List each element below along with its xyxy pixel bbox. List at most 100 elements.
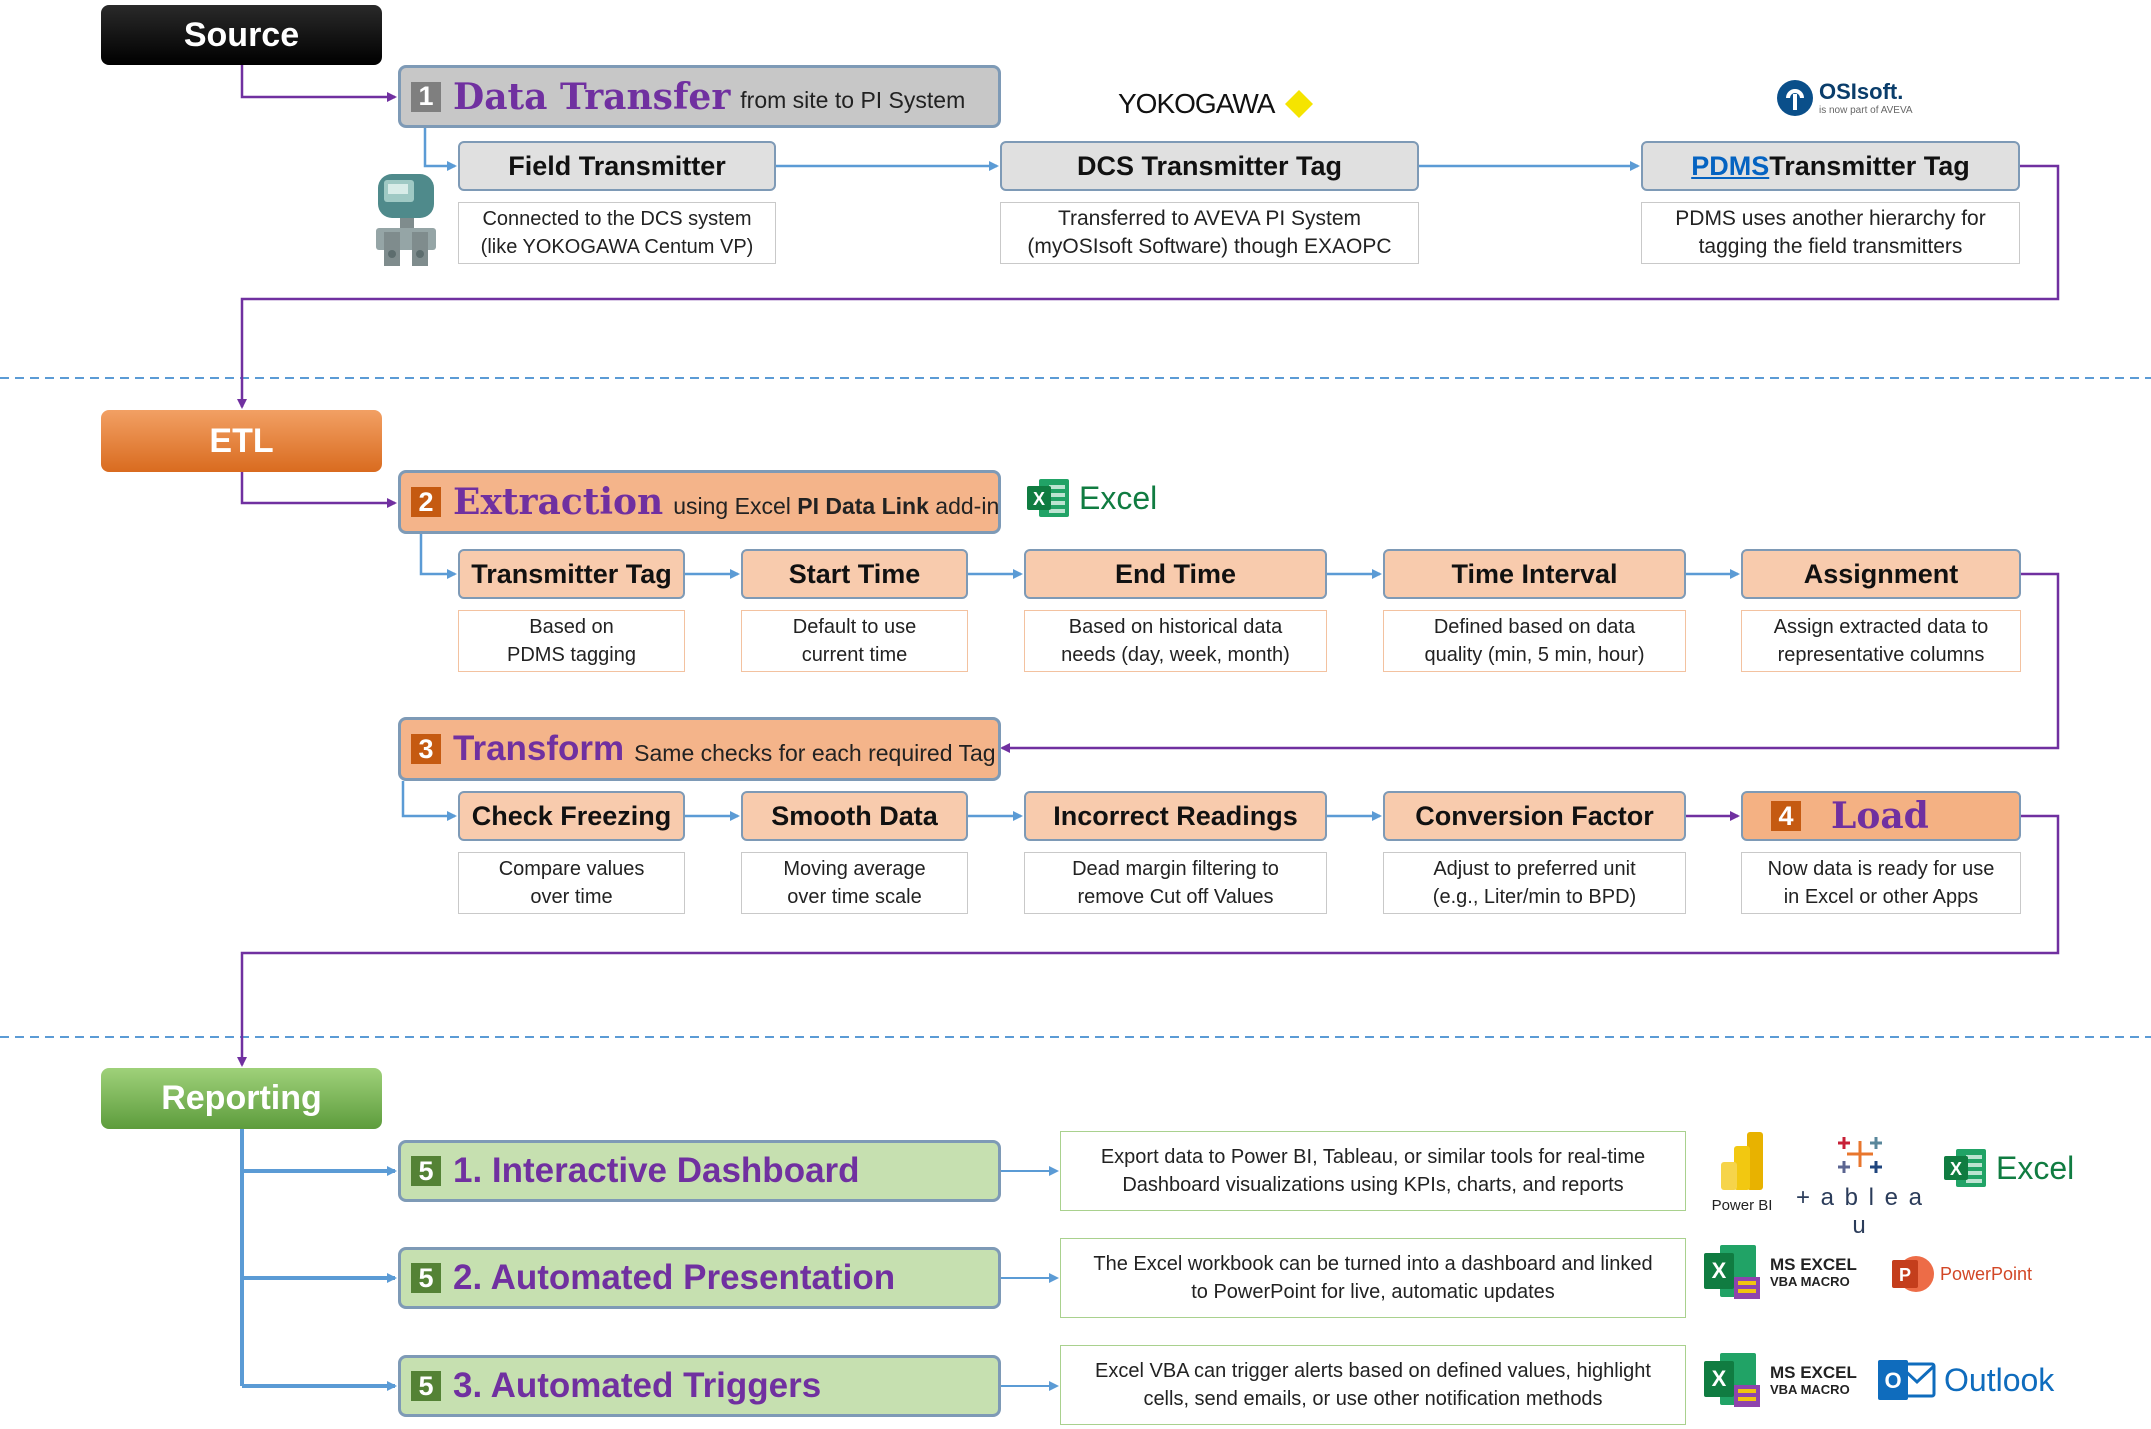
excel-vba-icon: X	[1704, 1353, 1760, 1407]
step-pdms-transmitter-tag: PDMS Transmitter Tag	[1641, 141, 2020, 191]
step-description: Dead margin filtering to remove Cut off …	[1024, 852, 1327, 914]
stage-title: 2. Automated Presentation	[453, 1258, 896, 1297]
step-conversion-factor: Conversion Factor	[1383, 791, 1686, 841]
excel-logo: X Excel	[1942, 1145, 2074, 1191]
step-end-time: End Time	[1024, 549, 1327, 599]
stage-extraction: 2 Extraction using Excel PI Data Link ad…	[398, 470, 1001, 534]
step-smooth-data: Smooth Data	[741, 791, 968, 841]
step-label: End Time	[1114, 558, 1237, 589]
stage-number: 1	[411, 81, 441, 112]
section-title: ETL	[209, 421, 274, 460]
stage-number: 3	[411, 734, 441, 764]
step-dcs-transmitter-tag: DCS Transmitter Tag	[1000, 141, 1419, 191]
tableau-wordmark: + a b l e a u	[1795, 1184, 1925, 1239]
osisoft-circle-icon	[1777, 80, 1813, 116]
tableau-logo: + a b l e a u	[1790, 1133, 1930, 1240]
outlook-logo: O Outlook	[1876, 1354, 2054, 1406]
step-field-transmitter: Field Transmitter	[458, 141, 776, 191]
powerpoint-icon: P	[1892, 1256, 1934, 1292]
step-description: Defined based on data quality (min, 5 mi…	[1383, 610, 1686, 672]
stage-title: Data Transfer	[453, 75, 731, 118]
connector	[240, 65, 397, 102]
section-reporting: Reporting	[101, 1068, 382, 1129]
powerbi-icon	[1721, 1132, 1763, 1190]
connector	[1000, 572, 2060, 753]
report-automated-presentation: 5 2. Automated Presentation	[398, 1247, 1001, 1309]
outlook-icon: O	[1878, 1360, 1936, 1400]
yokogawa-wordmark: YOKOGAWA	[1118, 88, 1275, 119]
stage-subtitle: Same checks for each required Tag	[634, 739, 996, 766]
stage-subtitle: using Excel PI Data Link add-in	[673, 493, 999, 520]
step-description: Adjust to preferred unit (e.g., Liter/mi…	[1383, 852, 1686, 914]
excel-wordmark: Excel	[1079, 479, 1158, 516]
report-description: Excel VBA can trigger alerts based on de…	[1060, 1345, 1686, 1425]
step-label: Conversion Factor	[1415, 800, 1654, 831]
step-label: Assignment	[1803, 558, 1959, 589]
stage-subtitle: from site to PI System	[740, 87, 966, 113]
step-label: Incorrect Readings	[1053, 800, 1298, 831]
stage-number: 5	[411, 1263, 441, 1293]
yokogawa-diamond-icon	[1285, 90, 1314, 118]
svg-text:P: P	[1899, 1265, 1911, 1285]
step-description: Compare values over time	[458, 852, 685, 914]
step-label: Transmitter Tag	[1769, 150, 1970, 181]
powerpoint-wordmark: PowerPoint	[1940, 1263, 2033, 1284]
pdms-link[interactable]: PDMS	[1691, 150, 1770, 181]
step-description: Based on PDMS tagging	[458, 610, 685, 672]
outlook-wordmark: Outlook	[1944, 1361, 2055, 1398]
step-description: Default to use current time	[741, 610, 968, 672]
section-title: Source	[183, 15, 300, 54]
step-description: Moving average over time scale	[741, 852, 968, 914]
stage-number: 2	[411, 487, 441, 517]
powerpoint-logo: P PowerPoint	[1890, 1252, 2032, 1296]
excel-icon: X	[1027, 479, 1069, 517]
report-description: Export data to Power BI, Tableau, or sim…	[1060, 1131, 1686, 1211]
yokogawa-logo: YOKOGAWA	[1118, 88, 1314, 120]
step-label: Field Transmitter	[508, 150, 726, 181]
connector	[240, 472, 397, 508]
step-label: Smooth Data	[771, 800, 938, 831]
powerbi-wordmark: Power BI	[1711, 1197, 1773, 1214]
stage-title: Transform	[453, 729, 625, 768]
connector	[401, 781, 457, 821]
svg-text:X: X	[1950, 1159, 1962, 1179]
stage-transform: 3 Transform Same checks for each require…	[398, 717, 1001, 781]
msexcel-label: MS EXCEL	[1770, 1255, 1857, 1274]
vba-macro-label: VBA MACRO	[1770, 1382, 1850, 1397]
connector	[237, 814, 2060, 1067]
step-label: Time Interval	[1451, 558, 1618, 589]
subtitle-bold-text: PI Data Link	[797, 492, 929, 519]
stage-title: 3. Automated Triggers	[453, 1366, 822, 1405]
step-description: Based on historical data needs (day, wee…	[1024, 610, 1327, 672]
stage-title: Extraction	[453, 481, 664, 523]
report-interactive-dashboard: 5 1. Interactive Dashboard	[398, 1140, 1001, 1202]
tableau-cross-icon	[1838, 1137, 1882, 1173]
msexcel-label: MS EXCEL	[1770, 1363, 1857, 1382]
svg-text:X: X	[1712, 1258, 1727, 1283]
excel-logo: X Excel	[1025, 475, 1157, 521]
excel-icon: X	[1944, 1149, 1986, 1187]
step-assignment: Assignment	[1741, 549, 2021, 599]
report-automated-triggers: 5 3. Automated Triggers	[398, 1355, 1001, 1417]
step-label: DCS Transmitter Tag	[1076, 150, 1343, 181]
section-title: Reporting	[161, 1079, 322, 1117]
field-transmitter-device-icon	[376, 174, 436, 266]
ms-excel-vba-logo: X MS EXCEL VBA MACRO	[1702, 1241, 1857, 1303]
step-description: Connected to the DCS system (like YOKOGA…	[458, 202, 776, 264]
step-description: Now data is ready for use in Excel or ot…	[1741, 852, 2021, 914]
stage-number: 5	[411, 1156, 441, 1186]
connector	[419, 534, 457, 579]
vba-macro-label: VBA MACRO	[1770, 1274, 1850, 1289]
osisoft-tagline: is now part of AVEVA	[1819, 104, 1913, 116]
powerbi-logo: Power BI	[1702, 1130, 1782, 1214]
step-start-time: Start Time	[741, 549, 968, 599]
stage-title: 1. Interactive Dashboard	[453, 1151, 860, 1190]
step-transmitter-tag: Transmitter Tag	[458, 549, 685, 599]
connector	[423, 128, 457, 171]
step-description: PDMS uses another hierarchy for tagging …	[1641, 202, 2020, 264]
step-label: Start Time	[788, 558, 921, 589]
svg-text:X: X	[1033, 489, 1045, 509]
stage-title: Load	[1831, 795, 1929, 837]
subtitle-text: using Excel	[673, 492, 798, 519]
